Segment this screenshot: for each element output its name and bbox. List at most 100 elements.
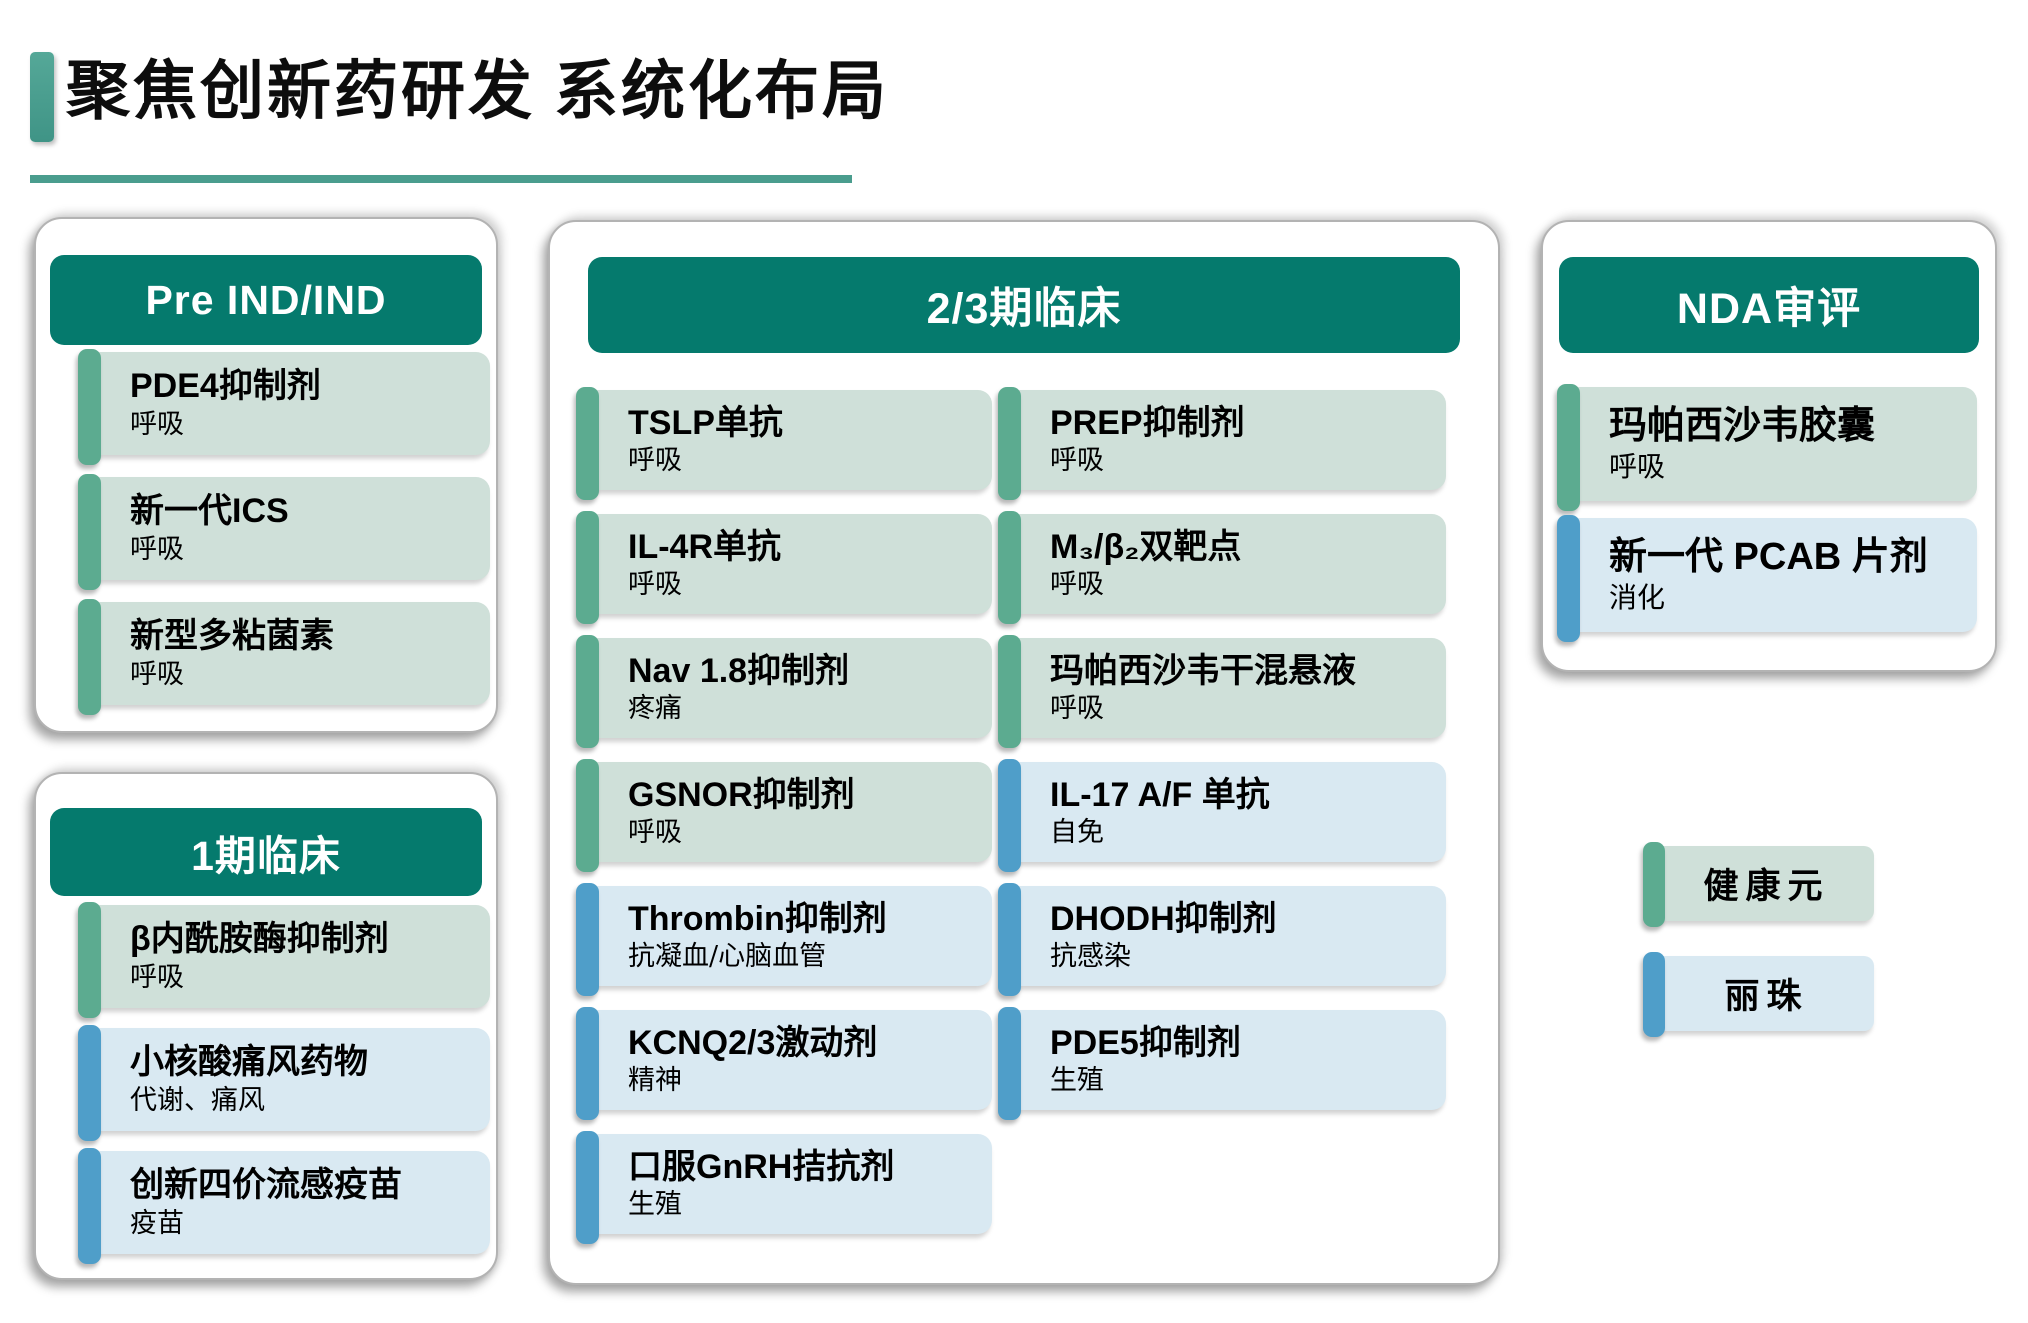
company-color-bar xyxy=(1643,952,1665,1037)
title-accent-bar xyxy=(30,52,54,142)
stage-header-phase1: 1期临床 xyxy=(50,808,482,896)
legend-joincare: 健康元 xyxy=(1643,842,1874,927)
legend-label: 丽珠 xyxy=(1724,976,1809,1017)
company-color-bar xyxy=(576,1007,599,1120)
stage-card-pre-ind: Pre IND/IND PDE4抑制剂 呼吸 新一代ICS 呼吸 新型多粘菌素 … xyxy=(34,217,498,733)
item-title: IL-17 A/F 单抗 xyxy=(1050,775,1270,814)
item-title: KCNQ2/3激动剂 xyxy=(628,1023,878,1062)
pipeline-item: 新型多粘菌素 呼吸 xyxy=(78,599,490,715)
pipeline-item: β内酰胺酶抑制剂 呼吸 xyxy=(78,902,490,1018)
stage-card-phase23: 2/3期临床 TSLP单抗 呼吸 IL-4R单抗 呼吸 Nav 1.8抑制剂 疼… xyxy=(548,220,1500,1285)
stage-card-phase1: 1期临床 β内酰胺酶抑制剂 呼吸 小核酸痛风药物 代谢、痛风 创新四价流感疫苗 … xyxy=(34,772,498,1280)
pipeline-item: GSNOR抑制剂 呼吸 xyxy=(576,759,992,872)
item-area: 呼吸 xyxy=(1050,693,1104,725)
item-title: PREP抑制剂 xyxy=(1050,403,1245,442)
company-color-bar xyxy=(998,387,1021,500)
page-title: 聚焦创新药研发 系统化布局 xyxy=(66,56,889,127)
item-area: 精神 xyxy=(628,1065,682,1097)
item-title: 新一代ICS xyxy=(130,492,289,531)
legend-label: 健康元 xyxy=(1703,866,1830,907)
company-color-bar xyxy=(576,635,599,748)
item-area: 呼吸 xyxy=(130,658,184,690)
item-title: PDE4抑制剂 xyxy=(130,367,321,406)
pipeline-item: PREP抑制剂 呼吸 xyxy=(998,387,1446,500)
company-color-bar xyxy=(998,511,1021,624)
pipeline-item: 玛帕西沙韦胶囊 呼吸 xyxy=(1557,384,1977,511)
company-color-bar xyxy=(576,1131,599,1244)
company-color-bar xyxy=(576,511,599,624)
company-color-bar xyxy=(576,759,599,872)
pipeline-item: IL-17 A/F 单抗 自免 xyxy=(998,759,1446,872)
item-title: PDE5抑制剂 xyxy=(1050,1023,1241,1062)
pipeline-item: 新一代ICS 呼吸 xyxy=(78,474,490,590)
item-area: 呼吸 xyxy=(1050,569,1104,601)
company-color-bar xyxy=(1643,842,1665,927)
item-title: 玛帕西沙韦干混悬液 xyxy=(1050,651,1356,690)
item-area: 消化 xyxy=(1609,580,1666,614)
item-title: M₃/β₂双靶点 xyxy=(1050,527,1242,566)
company-color-bar xyxy=(78,599,101,715)
company-color-bar xyxy=(998,635,1021,748)
stage-header-nda: NDA审评 xyxy=(1559,257,1979,353)
item-title: 新一代 PCAB 片剂 xyxy=(1609,536,1928,579)
item-area: 抗感染 xyxy=(1050,941,1131,973)
pipeline-item: PDE5抑制剂 生殖 xyxy=(998,1007,1446,1120)
item-area: 呼吸 xyxy=(628,817,682,849)
pipeline-item: TSLP单抗 呼吸 xyxy=(576,387,992,500)
item-area: 疼痛 xyxy=(628,693,682,725)
item-area: 生殖 xyxy=(628,1189,682,1221)
item-title: 口服GnRH拮抗剂 xyxy=(628,1147,895,1186)
pipeline-item: 创新四价流感疫苗 疫苗 xyxy=(78,1148,490,1264)
company-color-bar xyxy=(576,387,599,500)
item-area: 呼吸 xyxy=(130,961,184,993)
item-title: GSNOR抑制剂 xyxy=(628,775,855,814)
title-underline xyxy=(30,175,852,183)
company-color-bar xyxy=(78,1025,101,1141)
company-color-bar xyxy=(78,1148,101,1264)
item-title: DHODH抑制剂 xyxy=(1050,899,1277,938)
company-color-bar xyxy=(78,474,101,590)
company-color-bar xyxy=(576,883,599,996)
pipeline-item: DHODH抑制剂 抗感染 xyxy=(998,883,1446,996)
item-title: β内酰胺酶抑制剂 xyxy=(130,920,389,959)
item-area: 呼吸 xyxy=(1609,449,1666,483)
item-title: IL-4R单抗 xyxy=(628,527,781,566)
item-area: 疫苗 xyxy=(130,1207,184,1239)
pipeline-item: 玛帕西沙韦干混悬液 呼吸 xyxy=(998,635,1446,748)
item-area: 呼吸 xyxy=(1050,445,1104,477)
company-color-bar xyxy=(78,349,101,465)
item-title: TSLP单抗 xyxy=(628,403,783,442)
pipeline-item: Thrombin抑制剂 抗凝血/心脑血管 xyxy=(576,883,992,996)
item-area: 生殖 xyxy=(1050,1065,1104,1097)
item-title: 小核酸痛风药物 xyxy=(130,1043,368,1082)
item-area: 呼吸 xyxy=(628,569,682,601)
item-title: 创新四价流感疫苗 xyxy=(130,1166,402,1205)
item-area: 抗凝血/心脑血管 xyxy=(628,941,827,973)
pipeline-item: Nav 1.8抑制剂 疼痛 xyxy=(576,635,992,748)
stage-card-nda: NDA审评 玛帕西沙韦胶囊 呼吸 新一代 PCAB 片剂 消化 xyxy=(1541,220,1997,672)
item-area: 呼吸 xyxy=(628,445,682,477)
item-area: 自免 xyxy=(1050,817,1104,849)
pipeline-item: IL-4R单抗 呼吸 xyxy=(576,511,992,624)
item-title: Nav 1.8抑制剂 xyxy=(628,651,850,690)
item-title: 玛帕西沙韦胶囊 xyxy=(1609,405,1876,448)
company-color-bar xyxy=(998,1007,1021,1120)
stage-header-phase23: 2/3期临床 xyxy=(588,257,1460,353)
company-color-bar xyxy=(998,759,1021,872)
pipeline-item: PDE4抑制剂 呼吸 xyxy=(78,349,490,465)
pipeline-item: KCNQ2/3激动剂 精神 xyxy=(576,1007,992,1120)
company-color-bar xyxy=(998,883,1021,996)
company-color-bar xyxy=(78,902,101,1018)
company-color-bar xyxy=(1557,515,1580,642)
item-area: 呼吸 xyxy=(130,533,184,565)
item-area: 呼吸 xyxy=(130,408,184,440)
pipeline-item: M₃/β₂双靶点 呼吸 xyxy=(998,511,1446,624)
item-area: 代谢、痛风 xyxy=(130,1084,265,1116)
company-color-bar xyxy=(1557,384,1580,511)
legend-livzon: 丽珠 xyxy=(1643,952,1874,1037)
pipeline-item: 小核酸痛风药物 代谢、痛风 xyxy=(78,1025,490,1141)
item-title: Thrombin抑制剂 xyxy=(628,899,887,938)
stage-header-pre-ind: Pre IND/IND xyxy=(50,255,482,345)
pipeline-item: 新一代 PCAB 片剂 消化 xyxy=(1557,515,1977,642)
item-title: 新型多粘菌素 xyxy=(130,617,334,656)
